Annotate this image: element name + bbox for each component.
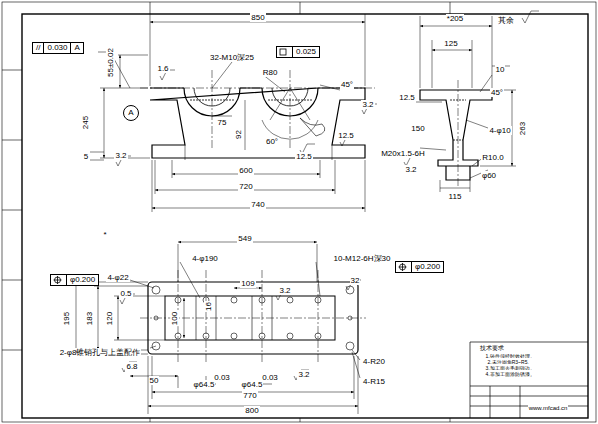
tolerance-frame: φ0.200 [50,274,99,286]
dimension-text: 2-φ8锥销孔与上盖配作 [59,348,142,357]
dimension-text: 4-φ22 [106,273,129,282]
tolerance-symbol [53,275,62,285]
dimension-text: 1.6 [156,64,169,73]
dimension-text: 6.8 [125,362,138,371]
dimension-text: 0.03 [213,373,231,382]
dimension-text: 32-M10深25 [209,53,255,62]
dimension-text: 245 [81,114,90,129]
dimension-text: 4-R15 [362,377,386,386]
tolerance-symbol [279,47,288,57]
dimension-text: 770 [242,391,257,400]
dimension-text: 740 [250,200,265,209]
dimension-text: 0.03 [261,373,279,382]
dimension-text: φ60 [481,171,497,180]
dimension-text: 120 [105,310,114,325]
tolerance-frame: //0.030A [32,42,84,54]
dimension-text: 100 [170,310,179,325]
plan-view [140,270,366,364]
drawing-frame [22,14,588,418]
frame-text: A [70,43,82,53]
dimension-text: * [102,230,107,239]
dimension-text: 125 [443,39,458,48]
dimension-text: 850 [250,13,265,22]
dimension-text: 12.5 [337,131,355,140]
dimension-text: R10.0 [481,153,504,162]
front-dimensions [90,14,377,212]
dimension-text: 50 [149,376,160,385]
frame-text: A [128,108,133,118]
dimension-text: 195 [62,310,71,325]
side-dimensions [404,11,539,192]
dimension-text: 3.2 [278,286,291,295]
title-block [470,342,588,418]
symbol-cell [277,47,292,57]
dimension-text: M20x1.5-6H [380,149,426,158]
dimension-text: 800 [244,406,259,415]
dimension-text: 109 [240,279,255,288]
dimension-text: 5 [83,152,89,161]
front-view [140,70,375,160]
dimension-text: 720 [238,182,253,191]
dimension-text: 10 [495,65,506,74]
dimension-text: 4-R20 [362,357,386,366]
dimension-text: 60° [265,137,279,146]
dimension-text: 12.5 [295,152,313,161]
plan-dimensions [72,242,361,414]
dimension-text: 3.2 [404,165,417,174]
frame-text: 0.030 [43,43,70,53]
dimension-text: 其余 [497,16,515,25]
frame-text: φ0.200 [66,275,98,285]
zone-ticks [2,2,450,422]
frame-text: // [33,43,43,53]
datum-circle: A [123,105,139,121]
dimension-text: 600 [238,166,253,175]
dimension-text: 10-M12-6H深30 [333,254,392,263]
tolerance-symbol [398,262,407,272]
dimension-text: 263 [518,120,527,135]
dimension-text: 45° [340,80,354,89]
dimension-text: 150 [410,124,425,133]
dimension-text: 4.非加工面涂防锈漆。 [484,370,535,379]
dimension-text: 3.2 [114,151,127,160]
dimension-text: 549 [237,234,252,243]
dimension-text: 115 [448,192,463,201]
frame-text: φ0.200 [411,262,443,272]
symbol-cell [396,262,411,272]
dimension-text: 183 [85,310,94,325]
dimension-text: 92 [234,129,243,140]
dimension-text: 12.5 [398,93,416,102]
dimension-text: 45° [490,88,504,97]
dimension-text: 32 [350,276,361,285]
dimension-text: 4-φ10 [488,126,511,135]
dimension-text: 3.2 [361,100,374,109]
dimension-text: 16 [204,301,213,312]
frame-text: 0.025 [292,47,319,57]
tolerance-frame: 0.025 [276,46,320,58]
dimension-text: 0.5 [119,289,132,298]
dimension-text: R80 [262,68,279,77]
dimension-text: 3.2 [297,370,310,379]
dimension-text: φ64.5 [241,380,264,389]
dimension-text: 55±0.02 [105,47,114,78]
dimension-text: www.mfcad.cn [528,404,569,413]
dimension-text: φ64.5 [193,380,216,389]
dimension-text: 4-φ190 [191,254,219,263]
dimension-text: 75 [217,118,228,127]
dimension-text: *205 [446,14,464,23]
symbol-cell [51,275,66,285]
tolerance-frame: φ0.200 [395,261,444,273]
